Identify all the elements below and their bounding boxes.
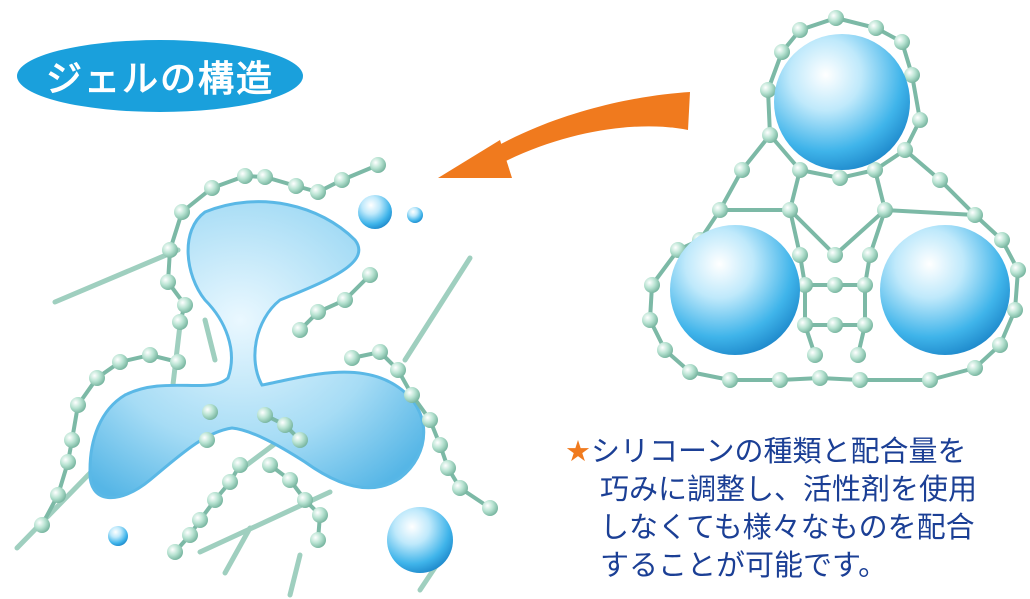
description-line-4: することが可能です。 <box>600 548 888 582</box>
description-line-2: 巧みに調整し、活性剤を使用 <box>600 472 978 506</box>
title-badge: ジェルの構造 <box>17 40 303 112</box>
transition-arrow <box>438 92 690 178</box>
sphere-left <box>670 225 800 355</box>
description-line-1: ★シリコーンの種類と配合量を <box>565 434 967 468</box>
sphere-right <box>880 225 1010 355</box>
gel-bubbles <box>108 195 453 573</box>
gel-blob <box>88 200 426 500</box>
description-line-3: しなくても様々なものを配合 <box>600 510 975 544</box>
network-beads <box>642 10 1026 388</box>
diagram-title: ジェルの構造 <box>45 59 274 100</box>
sphere-top <box>774 34 910 170</box>
star-icon: ★ <box>565 434 591 468</box>
description-text: ★シリコーンの種類と配合量を 巧みに調整し、活性剤を使用 しなくても様々なものを… <box>565 432 1030 584</box>
gel-beads <box>34 157 498 560</box>
network-spheres <box>670 34 1010 355</box>
